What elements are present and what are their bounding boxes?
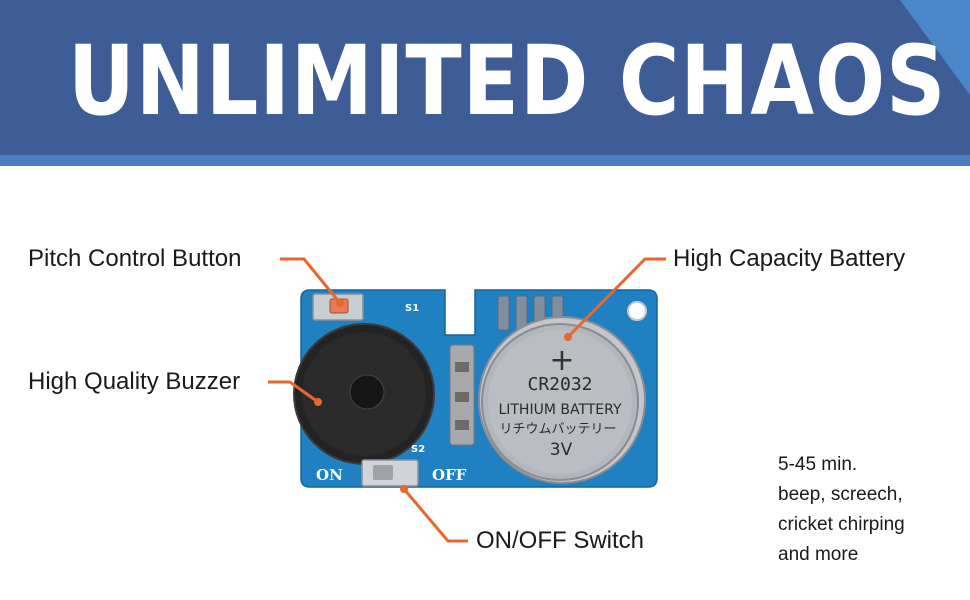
banner-bottom-strip (0, 155, 970, 166)
banner-title: UNLIMITED CHAOS (67, 25, 947, 137)
feature-description: 5-45 min. beep, screech, cricket chirpin… (778, 450, 905, 570)
coin-cell-type: LITHIUM BATTERY (498, 402, 622, 418)
description-line: cricket chirping (778, 514, 905, 535)
leader-pitch (280, 257, 342, 304)
s1-label: S1 (405, 303, 419, 314)
mounting-hole (627, 301, 647, 321)
pitch-control-label: Pitch Control Button (28, 245, 242, 272)
description-line: beep, screech, (778, 484, 903, 505)
description-line: 5-45 min. (778, 454, 858, 475)
battery-label: High Capacity Battery (673, 245, 906, 272)
edge-pads (497, 295, 564, 331)
leader-lines (268, 257, 666, 543)
leader-dots (314, 299, 572, 493)
leader-switch (402, 488, 468, 543)
off-label: OFF (432, 466, 467, 484)
leader-buzzer (268, 380, 319, 404)
s2-label: S2 (411, 444, 425, 455)
buzzer-label: High Quality Buzzer (28, 368, 241, 395)
coin-cell-plus: + (549, 343, 574, 378)
header-banner: UNLIMITED CHAOS (0, 0, 970, 166)
on-label: ON (316, 466, 343, 484)
coin-cell-japanese: リチウムバッテリー (499, 422, 616, 437)
description-line: and more (778, 544, 859, 565)
switch-label: ON/OFF Switch (476, 527, 645, 554)
buzzer-hole (349, 374, 385, 410)
coin-cell-voltage: 3V (550, 440, 573, 460)
leader-battery (566, 257, 666, 339)
coin-cell-model: CR2032 (527, 374, 592, 395)
